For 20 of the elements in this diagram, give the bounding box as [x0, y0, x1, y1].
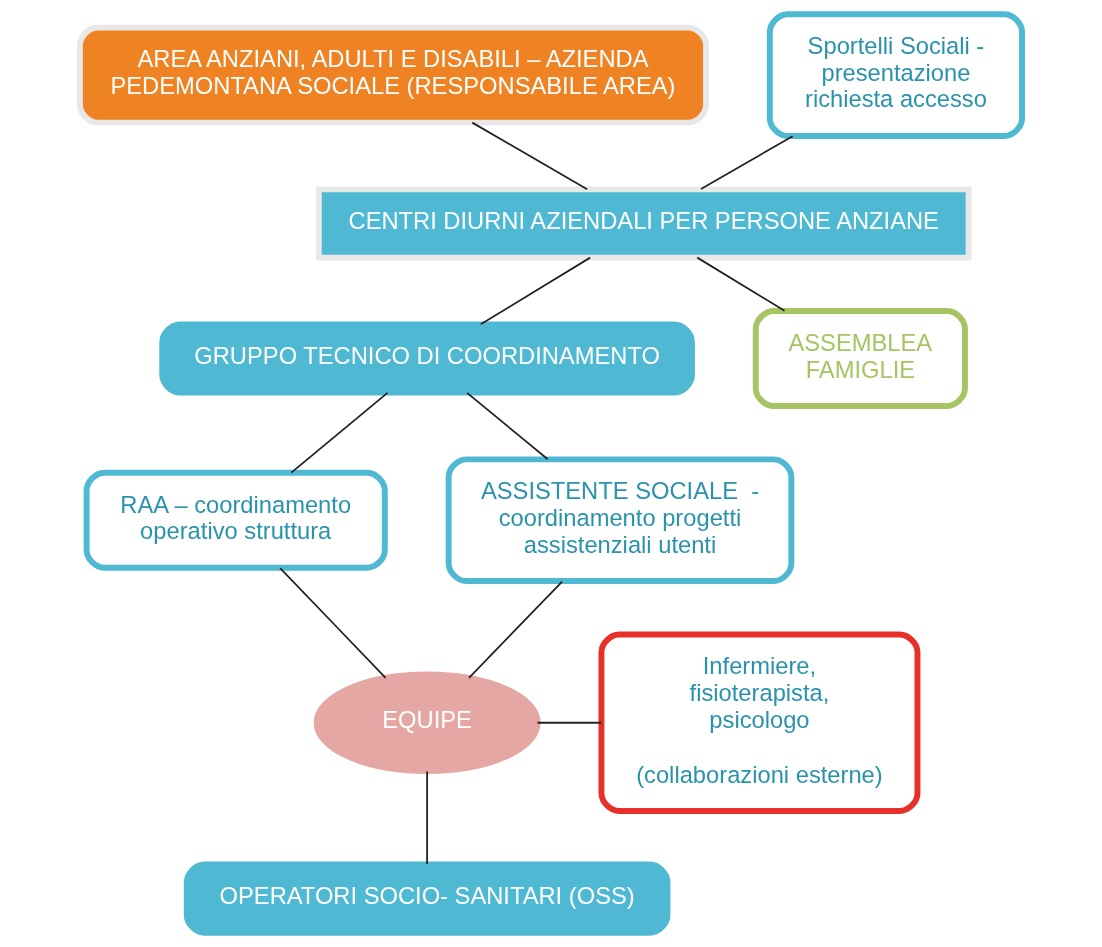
node-box: RAA – coordinamento operativo struttura — [83, 469, 388, 571]
connector — [700, 135, 794, 190]
connector — [479, 256, 592, 326]
node-box: Sportelli Sociali - presentazione richiesta accesso — [766, 11, 1026, 139]
node-box: CENTRI DIURNI AZIENDALI PER PERSONE ANZIANE — [315, 186, 972, 261]
node-box: ASSISTENTE SOCIALE - coordinamento progetti assistenziali utenti — [445, 456, 795, 585]
connector — [426, 770, 428, 866]
node-ellipse: EQUIPE — [313, 671, 541, 774]
node-box: ASSEMBLEA FAMIGLIE — [752, 308, 968, 409]
node-box: Infermiere, fisioterapista, psicologo (collaborazioni esterne) — [598, 631, 921, 814]
connector — [468, 580, 563, 679]
connector — [696, 256, 786, 312]
node-box: OPERATORI SOCIO- SANITARI (OSS) — [183, 861, 671, 936]
node-box: AREA ANZIANI, ADULTI E DISABILI – AZIENDA PEDEMONTANA SOCIALE (RESPONSABILE AREA) — [76, 24, 709, 126]
connector — [279, 567, 387, 679]
connector — [471, 121, 589, 191]
node-box: GRUPPO TECNICO DI COORDINAMENTO — [159, 321, 695, 396]
connector — [536, 721, 603, 724]
connector — [466, 392, 549, 461]
connector — [290, 392, 389, 474]
